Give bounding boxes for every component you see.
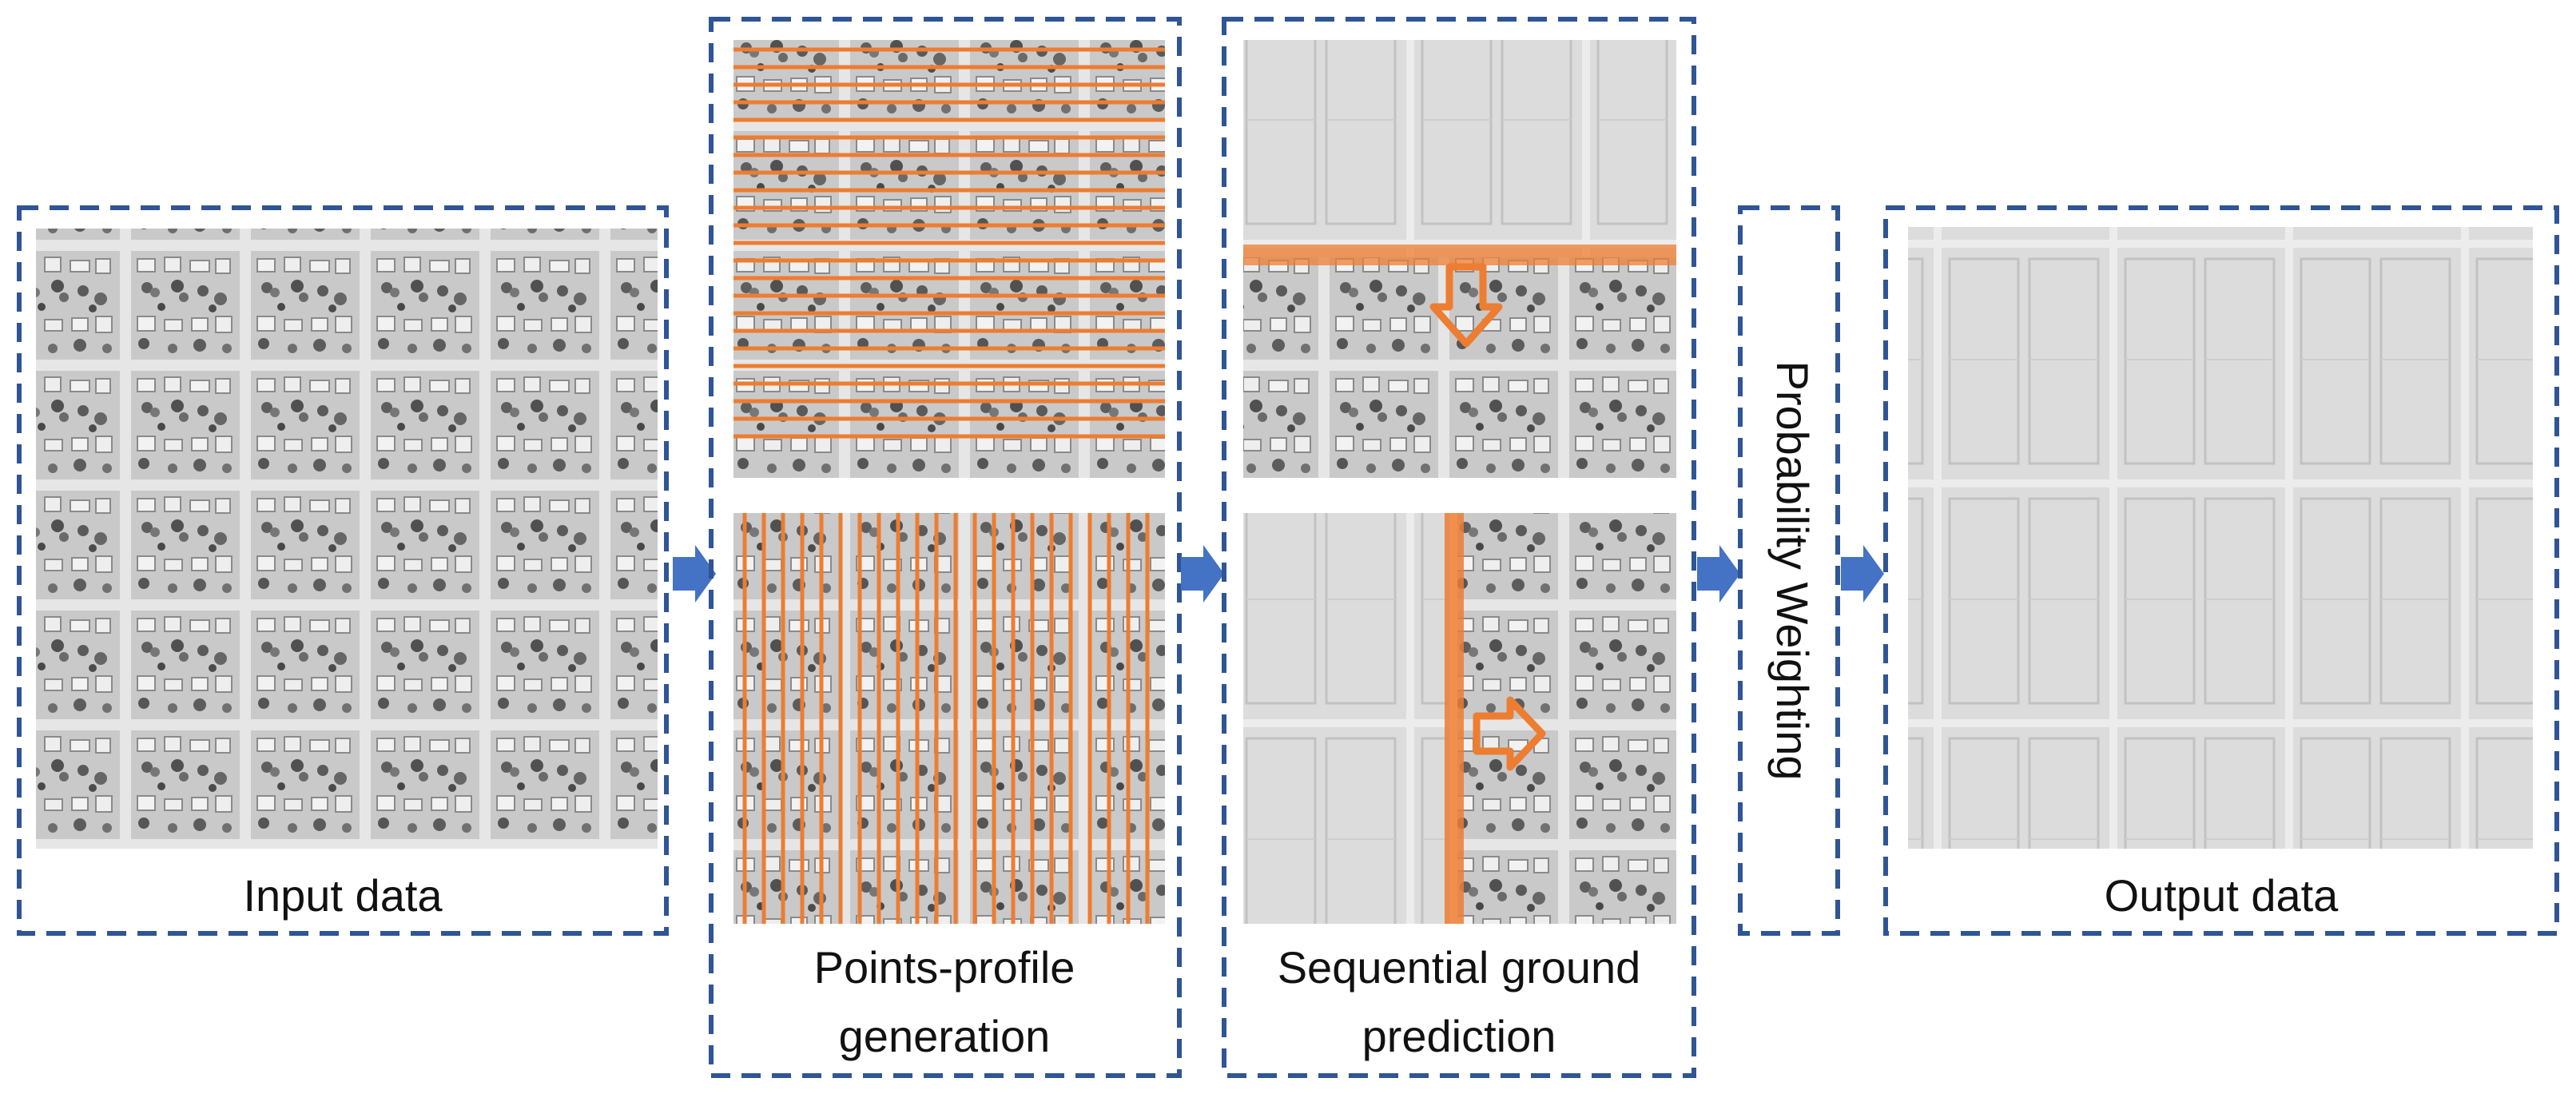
right-arrow-icon — [1697, 545, 1740, 603]
points-profile-label-line-2: generation — [839, 1011, 1051, 1061]
sequential-label-line-1: Sequential ground — [1278, 942, 1641, 993]
weighting-stage-border — [1738, 205, 1840, 936]
sequential-stage-border — [1222, 17, 1696, 1078]
points-profile-label-line-1: Points-profile — [814, 942, 1075, 993]
output-stage-label: Output data — [2105, 870, 2339, 921]
predicted-ground-top-image — [1243, 40, 1676, 257]
column-profile-terrain-image — [733, 513, 1165, 924]
output-ground-image — [1908, 227, 2533, 849]
output-stage-border — [1883, 205, 2559, 936]
current-column-profile-band — [1445, 513, 1464, 924]
points-profile-stage-border — [709, 17, 1182, 1078]
horizontal-profile-lines — [733, 47, 1165, 439]
points-profile-stage: Points-profile generation — [709, 17, 1182, 1078]
weighting-stage: Probability Weighting — [1738, 205, 1840, 936]
right-arrow-icon — [1181, 545, 1224, 603]
unprocessed-terrain-top-image — [1243, 257, 1676, 478]
right-arrow-icon — [1473, 696, 1546, 771]
right-arrow-icon — [673, 545, 716, 603]
input-stage: Input data — [17, 205, 669, 936]
input-stage-border — [17, 205, 669, 936]
sequential-label-line-2: prediction — [1362, 1011, 1556, 1061]
down-arrow-icon — [1429, 263, 1503, 348]
right-arrow-icon — [1841, 545, 1884, 603]
input-terrain-image — [36, 229, 658, 849]
weighting-stage-label: Probability Weighting — [1767, 360, 1818, 780]
current-row-profile-band — [1243, 245, 1676, 265]
output-stage: Output data — [1883, 205, 2559, 936]
sequential-stage: Sequential ground prediction — [1222, 17, 1696, 1078]
input-stage-label: Input data — [243, 870, 443, 921]
predicted-ground-bottom-image — [1243, 513, 1449, 924]
vertical-profile-lines — [742, 513, 1150, 924]
